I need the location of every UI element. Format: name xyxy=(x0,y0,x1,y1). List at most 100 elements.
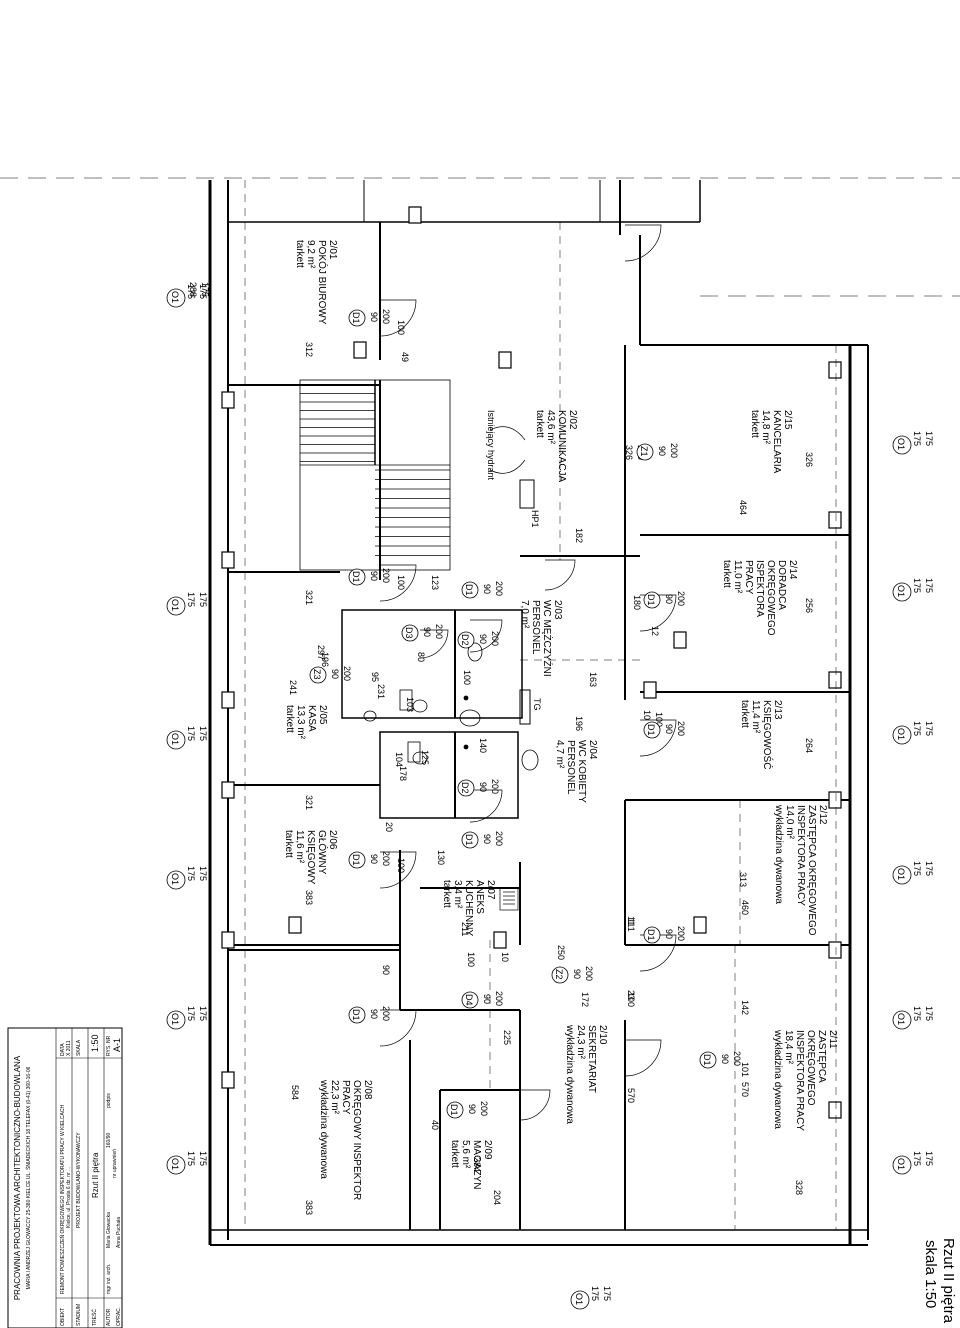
dimension-label: 100 xyxy=(396,858,406,873)
kitchen-sink xyxy=(499,887,519,911)
room-label-line: 9,2 m² xyxy=(305,240,316,269)
window-tag-circle xyxy=(570,1290,590,1310)
window-dimension: 175 xyxy=(924,1006,934,1021)
door-width: 90 xyxy=(664,929,674,939)
room-label-line: tarkett xyxy=(283,830,294,858)
room-label-line: 2/06 xyxy=(327,830,338,850)
room-label-line: OKRĘGOWEGO xyxy=(765,560,776,636)
room-label-line: KASA xyxy=(306,705,317,732)
room-label-line: ISPEKTORA xyxy=(754,560,765,617)
dimension-label: 204 xyxy=(492,1190,502,1205)
dimension-label: 140 xyxy=(478,738,488,753)
room-label-line: ZASTĘPCA xyxy=(816,1030,827,1083)
room-label-line: PRACY xyxy=(340,1080,351,1115)
door-height: 200 xyxy=(494,991,504,1006)
dimension-label: 172 xyxy=(580,992,590,1007)
room-label-line: wykładzina dywanowa xyxy=(564,1024,575,1124)
room-label-line: 2/07 xyxy=(485,880,496,900)
room-label-line: 2/05 xyxy=(317,705,328,725)
window-tag-circle xyxy=(892,435,912,455)
dimension-label: 178 xyxy=(398,766,408,781)
room-label-line: 24,3 m² xyxy=(575,1025,586,1060)
room-label-line: ANEKS xyxy=(474,880,485,914)
hydrant-code: HP1 xyxy=(530,510,540,528)
room-label-line: KSIĘGOWY xyxy=(305,830,316,885)
door-height: 200 xyxy=(479,1101,489,1116)
column xyxy=(828,1101,842,1119)
dimension-label: 460 xyxy=(740,900,750,915)
door-tag-circle xyxy=(699,1051,717,1069)
dimension-label: 256 xyxy=(804,598,814,613)
column xyxy=(288,916,302,934)
tb-obiekt-label: OBIEKT xyxy=(60,1308,66,1326)
room-label-line: 2/15 xyxy=(782,410,793,430)
dimension-label: 196 xyxy=(574,716,584,731)
room-label-line: 2/02 xyxy=(567,410,578,430)
dimension-label: 464 xyxy=(738,500,748,515)
door-height: 200 xyxy=(434,624,444,639)
dimension-label: 182 xyxy=(574,528,584,543)
dimension-label: 111 xyxy=(626,918,636,932)
room-label-line: 13,3 m² xyxy=(295,705,306,740)
door-height: 200 xyxy=(676,721,686,736)
dimension-label: 312 xyxy=(304,342,314,357)
room-label-line: 2/10 xyxy=(597,1025,608,1045)
column xyxy=(828,361,842,379)
window-dimension: 175 xyxy=(186,1151,196,1166)
door-width: 90 xyxy=(369,571,379,581)
tb-autor: Maria Głowacka xyxy=(106,1212,112,1248)
window-tag-circle xyxy=(892,725,912,745)
room-label-line: 2/11 xyxy=(827,1030,838,1049)
dimension-label: 241 xyxy=(288,680,298,695)
dimension-label: 570 xyxy=(626,1088,636,1103)
tb-podpis-label: podpis xyxy=(106,1093,112,1108)
window-dimension: 175 xyxy=(186,592,196,607)
column xyxy=(221,551,235,569)
dimension-label: 100 xyxy=(462,670,472,685)
door-width: 90 xyxy=(482,834,492,844)
dimension-label: 584 xyxy=(290,1085,300,1100)
window-dimension: 175 xyxy=(186,284,196,299)
room-label-line: KOMUNIKACJA xyxy=(556,410,567,483)
dimension-label: 12 xyxy=(650,626,660,636)
column xyxy=(493,931,507,949)
door-height: 200 xyxy=(381,309,391,324)
window-tag-circle xyxy=(166,870,186,890)
door-height: 200 xyxy=(342,666,352,681)
tb-nr-upr: 160/90 xyxy=(106,1132,112,1148)
door-height: 200 xyxy=(490,779,500,794)
room-label-line: 2/08 xyxy=(362,1080,373,1100)
column xyxy=(221,391,235,409)
column xyxy=(693,916,707,934)
window-tag-label: O1 xyxy=(896,728,906,740)
window-tag-label: O1 xyxy=(170,733,180,745)
column xyxy=(673,631,687,649)
door-tag-label: D1 xyxy=(351,571,361,583)
window-tag-label: O1 xyxy=(574,1293,584,1305)
window-tag-label: O1 xyxy=(170,291,180,303)
room-label-line: 14,0 m² xyxy=(784,805,795,840)
room-label-line: tarkett xyxy=(749,410,760,438)
room-label-line: tarkett xyxy=(284,705,295,733)
column xyxy=(828,511,842,529)
tb-autor-label: AUTOR xyxy=(106,1308,112,1326)
door-tag-circle xyxy=(348,851,366,869)
door-height: 200 xyxy=(584,966,594,981)
door-height: 200 xyxy=(676,926,686,941)
columns xyxy=(221,206,842,1119)
door-tag-circle xyxy=(348,309,366,327)
dimension-label: 100 xyxy=(626,992,636,1007)
window-dimension: 175 xyxy=(198,592,208,607)
door-tag-label: D2 xyxy=(460,634,470,646)
room-label-line: 4,7 m² xyxy=(554,740,565,769)
tb-skala: 1:50 xyxy=(90,1034,100,1052)
outer-walls xyxy=(208,180,869,1246)
door-tag-circle xyxy=(643,591,661,609)
tb-nr-upr-label: nr uprawnień xyxy=(112,1149,118,1178)
door-tag-label: D1 xyxy=(449,1104,459,1116)
room-label-line: POKÓJ BIUROWY xyxy=(316,240,329,325)
tg-box: TG xyxy=(519,689,542,725)
room-label-line: 2/04 xyxy=(587,740,598,760)
window-tag-circle xyxy=(892,1010,912,1030)
tb-opracowal-label: OPRAC. xyxy=(116,1307,122,1326)
